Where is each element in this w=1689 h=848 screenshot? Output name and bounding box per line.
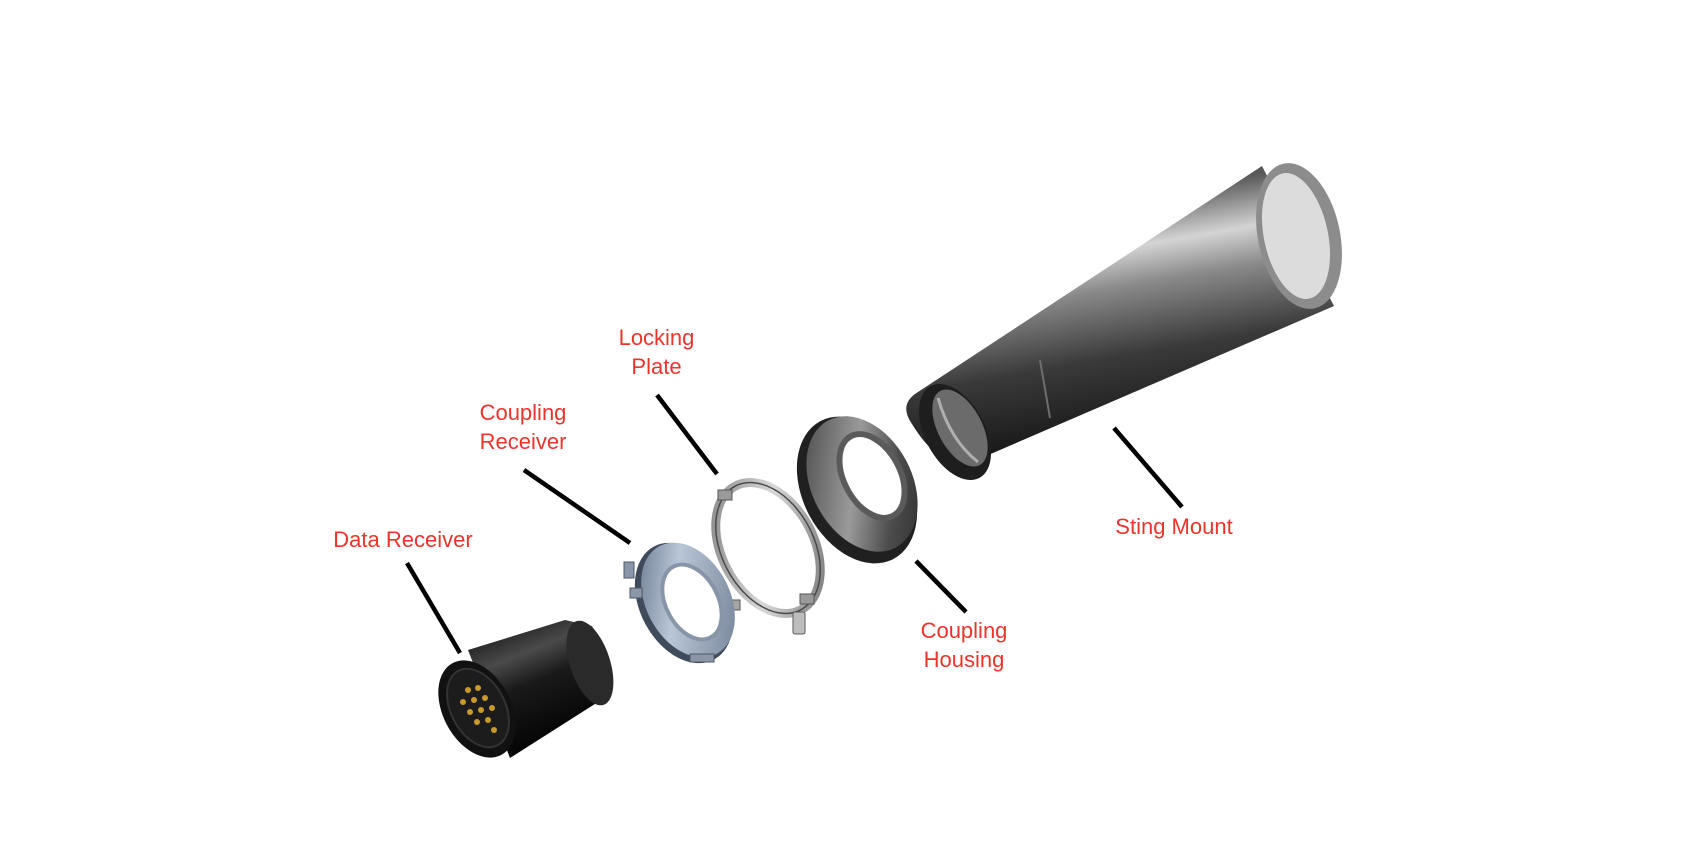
label-sting-mount: Sting Mount <box>1115 514 1233 539</box>
leader-line-data-receiver <box>405 561 462 655</box>
connector-pins <box>460 685 497 733</box>
label-coupling-receiver: Coupling Receiver <box>479 400 567 454</box>
leader-line-coupling-housing <box>914 559 968 614</box>
data-receiver-part <box>438 620 614 758</box>
coupling-receiver-part <box>623 542 735 664</box>
coupling-housing-part <box>796 416 918 564</box>
label-data-receiver: Data Receiver <box>333 527 473 552</box>
leader-line-sting-mount <box>1112 426 1184 509</box>
label-coupling-housing: Coupling Housing <box>920 618 1008 672</box>
leader-line-coupling-receiver <box>522 468 632 545</box>
leader-line-locking-plate <box>655 393 719 476</box>
sting-mount-part <box>906 163 1342 481</box>
label-locking-plate: Locking Plate <box>618 325 695 379</box>
locking-plate-part <box>711 478 825 635</box>
